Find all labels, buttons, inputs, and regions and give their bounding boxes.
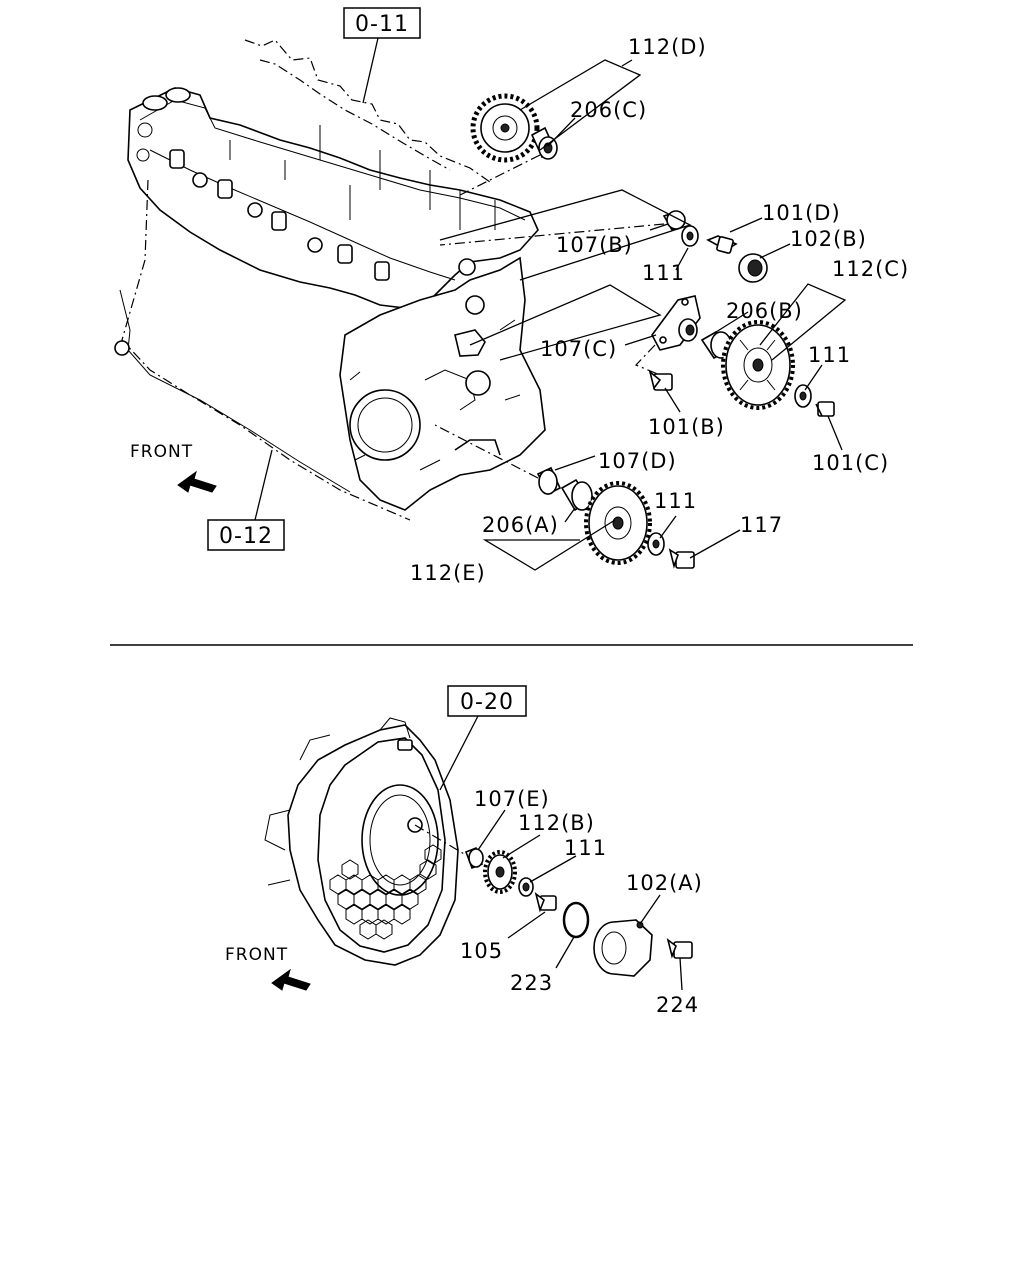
washer-111-middle[interactable] — [794, 384, 812, 408]
label-101c: 101(C) — [812, 451, 889, 475]
gasket-outline-lower — [259, 59, 451, 171]
bolt-105[interactable] — [534, 892, 557, 913]
reference-label: 0-20 — [460, 690, 514, 715]
cover-102a[interactable] — [593, 919, 653, 977]
honeycomb-pattern — [329, 844, 442, 940]
front-direction-indicator-bottom: FRONT — [225, 945, 311, 991]
washer-111-lower[interactable] — [647, 532, 665, 556]
label-223: 223 — [510, 971, 553, 995]
label-107d: 107(D) — [598, 449, 677, 473]
washer-111-bottom[interactable] — [518, 877, 534, 897]
label-105: 105 — [460, 939, 503, 963]
label-224: 224 — [656, 993, 699, 1017]
seal-102b[interactable] — [738, 253, 768, 283]
front-arrow-icon — [271, 968, 311, 991]
label-107b: 107(B) — [556, 233, 633, 257]
reference-label: 0-12 — [219, 524, 273, 549]
o-ring-223[interactable] — [562, 901, 590, 939]
label-101b: 101(B) — [648, 415, 725, 439]
part-labels-bottom: 107(E) 112(B) 111 102(A) 105 223 224 — [460, 787, 703, 1017]
cylinder-bores — [136, 87, 191, 162]
part-labels-top: 112(D) 206(C) 101(D) 107(B) 102(B) 111 1… — [410, 35, 909, 585]
label-107e: 107(E) — [474, 787, 550, 811]
bolt-117[interactable] — [668, 548, 695, 569]
label-111-upper: 111 — [642, 261, 685, 285]
leader-lines-top — [439, 59, 847, 571]
label-112e: 112(E) — [410, 561, 486, 585]
gear-112e[interactable] — [584, 481, 652, 565]
label-112c: 112(C) — [832, 257, 909, 281]
label-112d: 112(D) — [628, 35, 707, 59]
label-206c: 206(C) — [570, 98, 647, 122]
bolt-224[interactable] — [666, 938, 693, 959]
label-102a: 102(A) — [626, 871, 703, 895]
reference-box-0-11[interactable]: 0-11 — [343, 7, 421, 39]
label-111-middle: 111 — [808, 343, 851, 367]
shaft-107e[interactable] — [464, 846, 484, 870]
front-arrow-icon — [177, 470, 217, 493]
reference-label: 0-11 — [355, 12, 409, 37]
label-101d: 101(D) — [762, 201, 841, 225]
idler-bracket-107c[interactable] — [651, 295, 701, 351]
gear-112d[interactable] — [470, 93, 540, 163]
front-direction-indicator: FRONT — [130, 442, 217, 493]
label-111-lower: 111 — [654, 489, 697, 513]
gasket-outline — [244, 39, 491, 183]
label-206b: 206(B) — [726, 299, 803, 323]
label-102b: 102(B) — [790, 227, 867, 251]
label-111-bottom: 111 — [564, 836, 607, 860]
engine-block-drawing — [114, 87, 546, 521]
washer-111-upper[interactable] — [681, 225, 699, 247]
shaft-107b[interactable] — [662, 210, 686, 232]
flywheel-housing-drawing — [264, 717, 459, 966]
reference-box-0-20[interactable]: 0-20 — [447, 685, 527, 717]
bolt-101c[interactable] — [815, 401, 835, 417]
label-117: 117 — [740, 513, 783, 537]
shaft-107d[interactable] — [536, 466, 562, 496]
bushing-206c[interactable] — [530, 126, 558, 160]
block-side-ports — [169, 149, 390, 281]
reference-box-0-12[interactable]: 0-12 — [207, 519, 285, 551]
front-label: FRONT — [225, 945, 288, 965]
label-206a: 206(A) — [482, 513, 559, 537]
bushing-206a[interactable] — [560, 478, 593, 512]
bolt-101b[interactable] — [648, 369, 673, 391]
front-label: FRONT — [130, 442, 193, 462]
label-112b: 112(B) — [518, 811, 595, 835]
gear-112c[interactable] — [721, 320, 795, 410]
label-107c: 107(C) — [540, 337, 617, 361]
gear-112b[interactable] — [483, 850, 517, 894]
leader-lines-bottom — [477, 809, 683, 991]
bolt-101d[interactable] — [706, 235, 738, 254]
